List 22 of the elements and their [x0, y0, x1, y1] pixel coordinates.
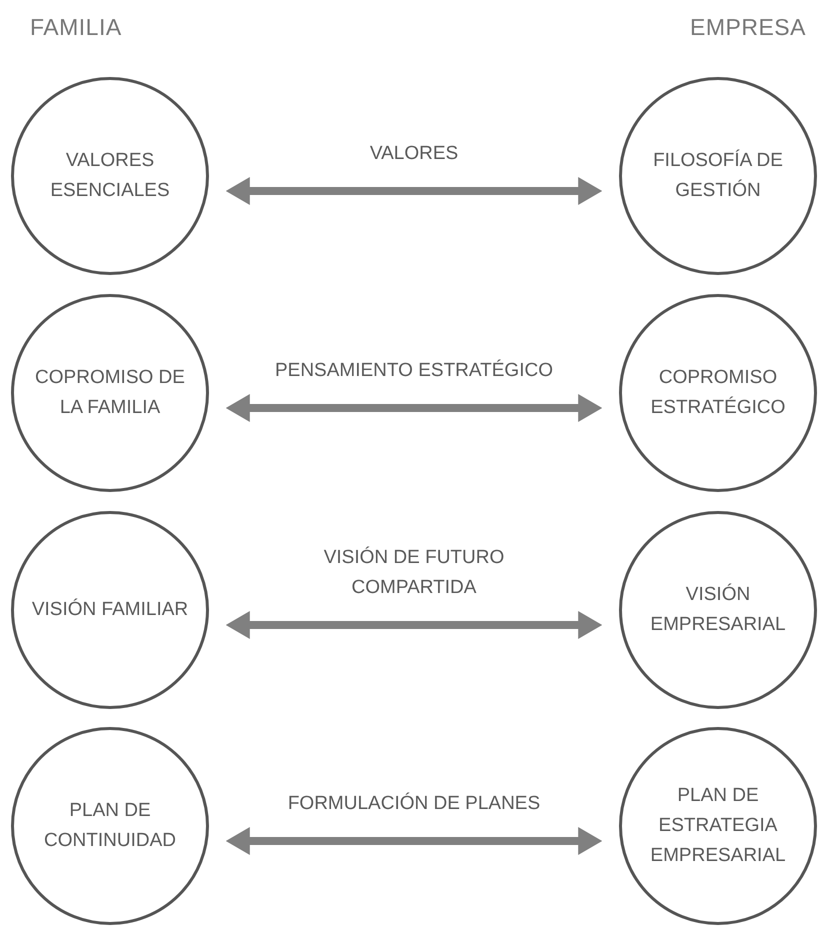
node-text: VISIÓN FAMILIAR: [30, 598, 190, 622]
double-arrow: [226, 827, 602, 855]
circle-node: [11, 727, 209, 925]
column-heading: EMPRESA: [690, 14, 806, 41]
column-heading: FAMILIA: [30, 14, 122, 41]
node-text: FILOSOFÍA DE GESTIÓN: [652, 148, 784, 203]
node-text: VALORES ESENCIALES: [49, 149, 171, 203]
double-arrow: [226, 177, 602, 205]
circle-node: [11, 511, 209, 709]
circle-node: [11, 77, 209, 275]
node-text: PLAN DE CONTINUIDAD: [43, 799, 177, 853]
node-text: COPROMISO ESTRATÉGICO: [650, 366, 786, 420]
circle-node: [619, 511, 817, 709]
circle-node: [619, 77, 817, 275]
double-arrow: [226, 394, 602, 422]
node-text: PLAN DE ESTRATEGIA EMPRESARIAL: [649, 784, 787, 868]
circle-node: [619, 727, 817, 925]
circle-node: [11, 294, 209, 492]
circle-node: [619, 294, 817, 492]
node-text: COPROMISO DE LA FAMILIA: [34, 366, 186, 420]
node-text: VISIÓN EMPRESARIAL: [649, 582, 787, 637]
double-arrow: [226, 611, 602, 639]
